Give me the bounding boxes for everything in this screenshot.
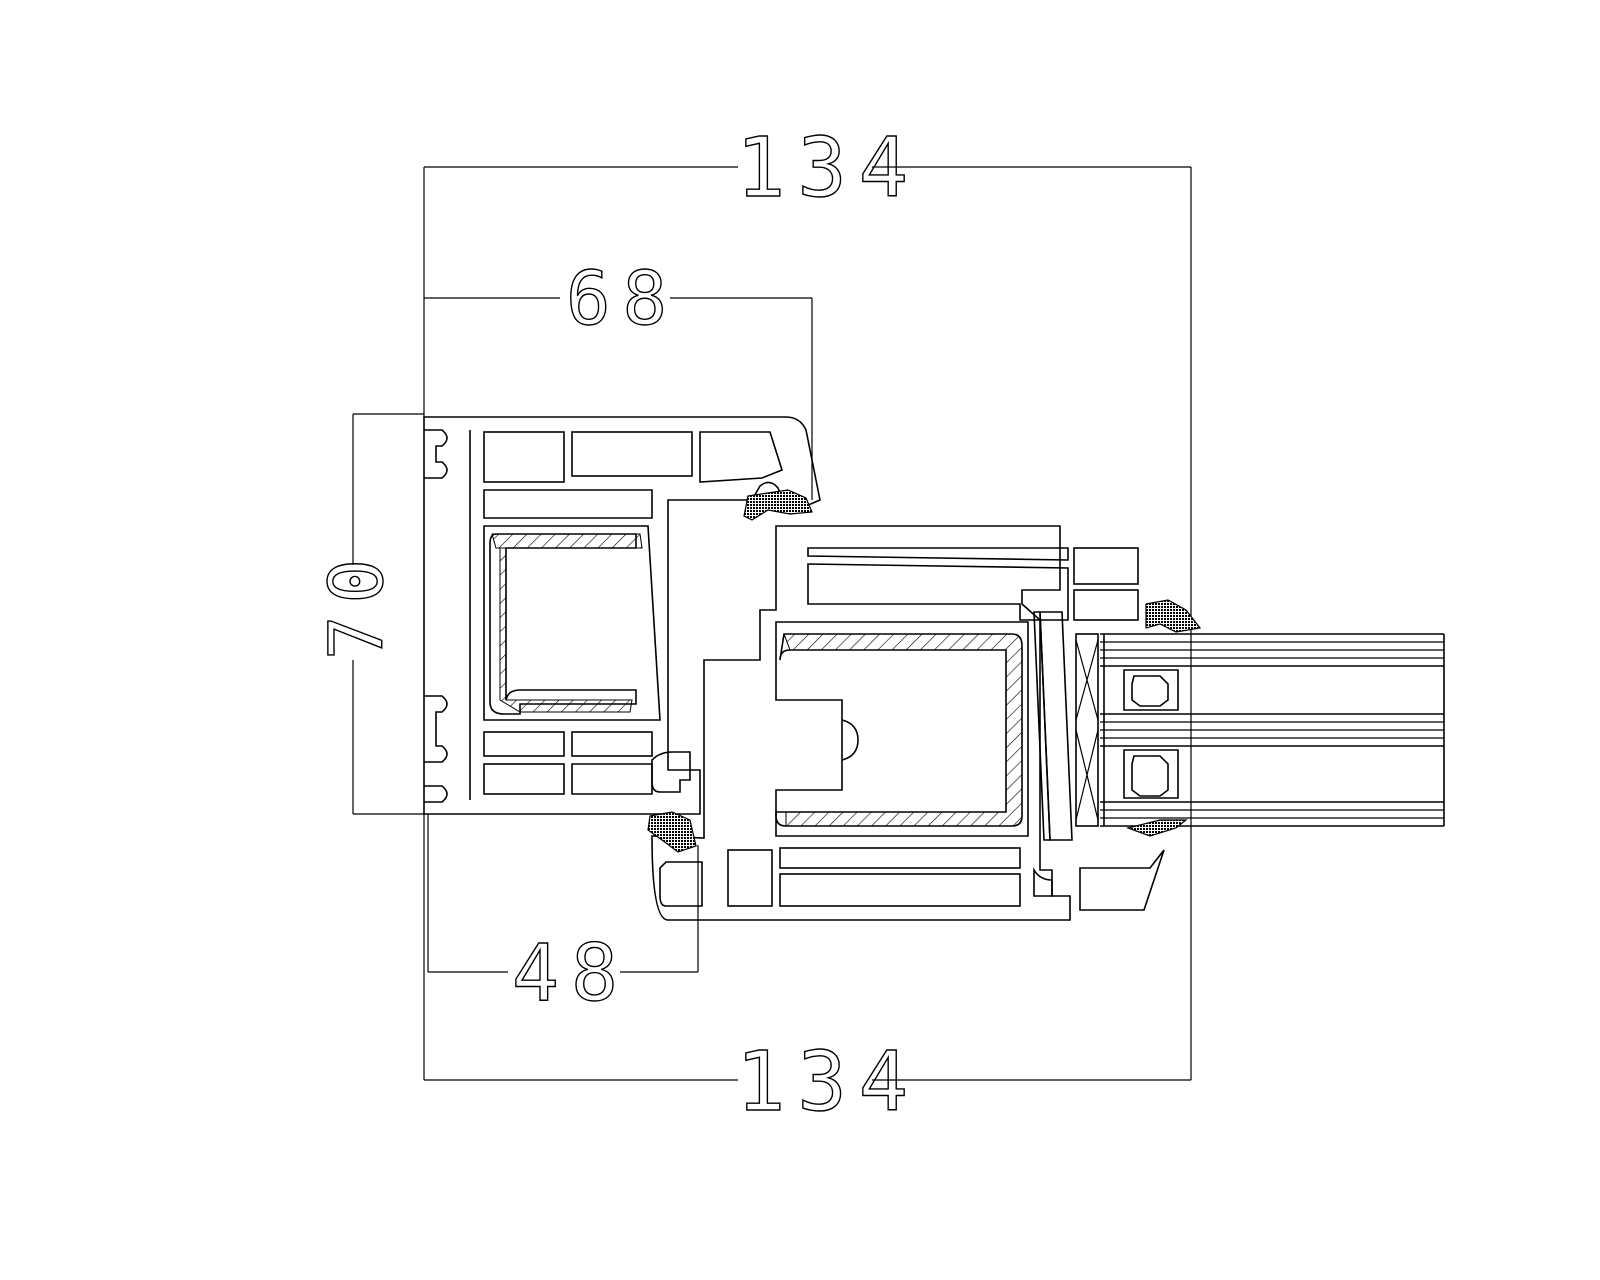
outer-frame-profile [423,416,821,815]
sash-profile [651,525,1165,921]
gaskets [647,489,1202,853]
dimension-label-top-frame: 68 [566,256,679,342]
dimension-label-left-height: 70 [314,547,400,660]
dimension-label-bottom-overall: 134 [736,1035,920,1130]
dimension-label-bottom-frame: 48 [512,929,630,1019]
dimension-lines [352,166,1192,1081]
dimension-label-top-overall: 134 [736,121,920,216]
glazing-unit [1075,633,1445,827]
